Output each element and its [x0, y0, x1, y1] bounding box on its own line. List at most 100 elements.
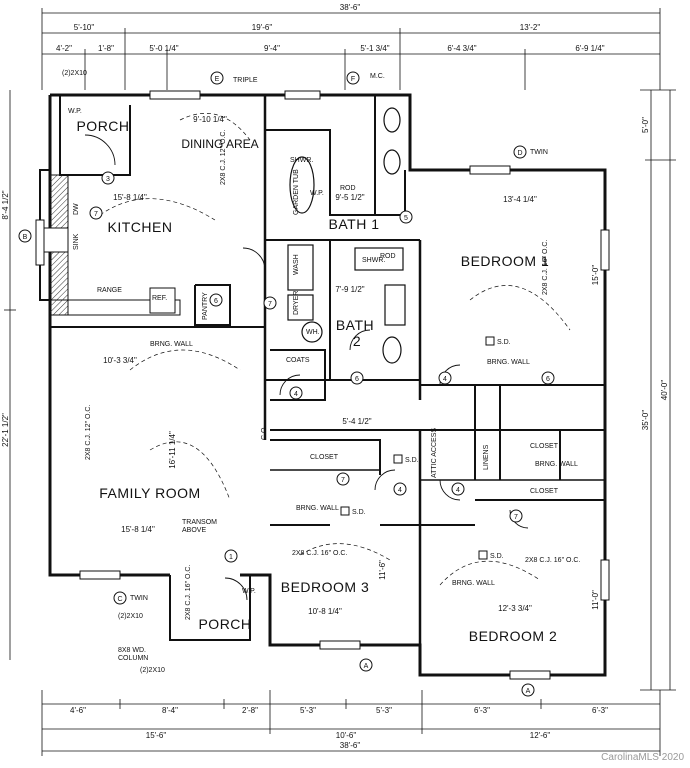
dimension-lines: [4, 8, 676, 756]
door-tag-numbers: 3 7 6 7 5 4 6 7 4 4 7 6 4 1: [94, 176, 550, 561]
note-sd-bed3: S.D.: [352, 509, 366, 516]
tag-e-circle: [210, 71, 224, 85]
dim-hall: 5'-4 1/2": [342, 417, 371, 426]
note-triple: TRIPLE: [233, 77, 258, 84]
door-tag-bath2: 6: [355, 376, 359, 383]
note-attic: ATTIC ACCESS: [431, 428, 438, 478]
room-bedroom3: BEDROOM 3: [281, 579, 370, 595]
dim-top-3-1: 1'-8": [98, 44, 114, 53]
notes: (2)2X10 W.P. TRIPLE M.C. TWIN SHWR. ROD …: [62, 70, 580, 674]
note-brng-kitchen: BRNG. WALL: [150, 341, 193, 348]
door-swing-laundry: [242, 247, 266, 271]
door-tag-bed3: 4: [398, 487, 402, 494]
wire-kitchen: [99, 198, 216, 221]
note-mc: M.C.: [370, 73, 385, 80]
note-rod-bath2: ROD: [380, 253, 396, 260]
dim-bottom-1-1: 8'-4": [162, 706, 178, 715]
note-wp-bath1: W.P.: [310, 190, 324, 197]
dim-top-3-0: 4'-2": [56, 44, 72, 53]
dim-bath2: 7'-9 1/2": [335, 285, 364, 294]
tag-a1-circle: [359, 658, 373, 672]
note-pantry: PANTRY: [202, 292, 209, 320]
tag-a1: A: [364, 663, 369, 670]
room-porch-bottom: PORCH: [198, 616, 251, 632]
note-closet-bed3: CLOSET: [310, 454, 339, 461]
door-tag-porch: 3: [106, 176, 110, 183]
note-brng-bed2: BRNG. WALL: [452, 580, 495, 587]
sd-hall-box: [393, 454, 403, 464]
wire-dining: [179, 113, 251, 141]
shower-bath2: [354, 247, 404, 271]
door-tag-attic: 4: [456, 487, 460, 494]
door-tag-closet1: 6: [546, 376, 550, 383]
smoke-detectors: [340, 336, 495, 560]
note-column-a: 8X8 WD.: [118, 647, 146, 654]
wiring: [99, 113, 571, 586]
note-linens: LINENS: [483, 444, 490, 470]
door-tags: [89, 171, 555, 563]
note-co: C.O.: [261, 426, 268, 440]
room-family: FAMILY ROOM: [99, 485, 200, 501]
dim-dining: 9'-10 1/4": [193, 115, 227, 124]
windows: [35, 90, 610, 680]
sink-bath1: [383, 149, 401, 175]
wire-bedroom1: [469, 285, 571, 331]
note-shower-bath1: SHWR.: [290, 157, 313, 164]
dim-top-2-1: 19'-6": [252, 23, 273, 32]
dim-bottom-1-3: 5'-3": [300, 706, 316, 715]
sd-bed3-box: [340, 506, 350, 516]
note-wh: WH.: [306, 329, 320, 336]
door-swing-attic: [439, 479, 461, 501]
top-dimensions: 38'-6" 5'-10" 19'-6" 13'-2" 4'-2" 1'-8" …: [56, 3, 605, 53]
dim-kitchen: 15'-8 1/4": [113, 193, 147, 202]
note-garden-tub: GARDEN TUB: [293, 169, 300, 215]
door-tag-laundry: 7: [268, 301, 272, 308]
note-closet-bed1: CLOSET: [530, 443, 559, 450]
note-brng-bed3: BRNG. WALL: [296, 505, 339, 512]
note-transom-b: ABOVE: [182, 527, 206, 534]
dim-bottom-2-1: 10'-6": [336, 731, 357, 740]
note-cj-dining: 2X8 C.J. 12" O.C.: [220, 130, 227, 185]
dim-bedroom3-l: 11'-6": [378, 560, 387, 580]
dim-right-b: 35'-0": [641, 410, 650, 431]
note-cj-bed3: 2X8 C.J. 16" O.C.: [292, 550, 347, 557]
window-bedroom2-side: [600, 559, 610, 601]
section-tag-letters: E F D B C A A: [23, 76, 531, 695]
dim-bottom-1-4: 5'-3": [376, 706, 392, 715]
sink-fixture: [43, 227, 69, 253]
cabinets: [43, 174, 181, 316]
tag-d: D: [517, 150, 522, 157]
note-brng-closet: BRNG. WALL: [535, 461, 578, 468]
wire-bedroom3: [299, 543, 391, 561]
dim-top-3-6: 6'-9 1/4": [575, 44, 604, 53]
room-dining: DINING AREA: [181, 137, 258, 151]
dim-family-b: 15'-8 1/4": [121, 525, 155, 534]
note-ref: REF.: [152, 295, 167, 302]
wire-family-b: [149, 441, 231, 501]
toilet-bath2: [382, 336, 402, 364]
dim-family-l: 16'-11 1/4": [168, 431, 177, 469]
room-porch-top: PORCH: [76, 118, 129, 134]
section-tags: [18, 71, 535, 697]
tag-b-circle: [18, 229, 32, 243]
note-closet-bed2: CLOSET: [530, 488, 559, 495]
note-beam-top: (2)2X10: [62, 70, 87, 77]
window-bath1: [284, 90, 321, 100]
window-kitchen: [35, 219, 45, 266]
window-family: [79, 570, 121, 580]
dim-bedroom1-w: 13'-4 1/4": [503, 195, 537, 204]
dim-top-3-2: 5'-0 1/4": [149, 44, 178, 53]
door-swing-front: [224, 577, 248, 601]
dim-bottom-2-2: 12'-6": [530, 731, 551, 740]
window-bedroom2-bottom: [509, 670, 551, 680]
dim-top-3-4: 5'-1 3/4": [360, 44, 389, 53]
dim-bottom-1-6: 6'-3": [592, 706, 608, 715]
window-bedroom3: [319, 640, 361, 650]
dim-bedroom2-l: 11'-0": [591, 590, 600, 610]
dim-top-3-3: 9'-4": [264, 44, 280, 53]
note-sd-bed1: S.D.: [497, 339, 511, 346]
doors: [84, 134, 529, 601]
dim-overall-bottom: 38'-6": [340, 741, 361, 750]
wire-family-a: [129, 349, 241, 371]
